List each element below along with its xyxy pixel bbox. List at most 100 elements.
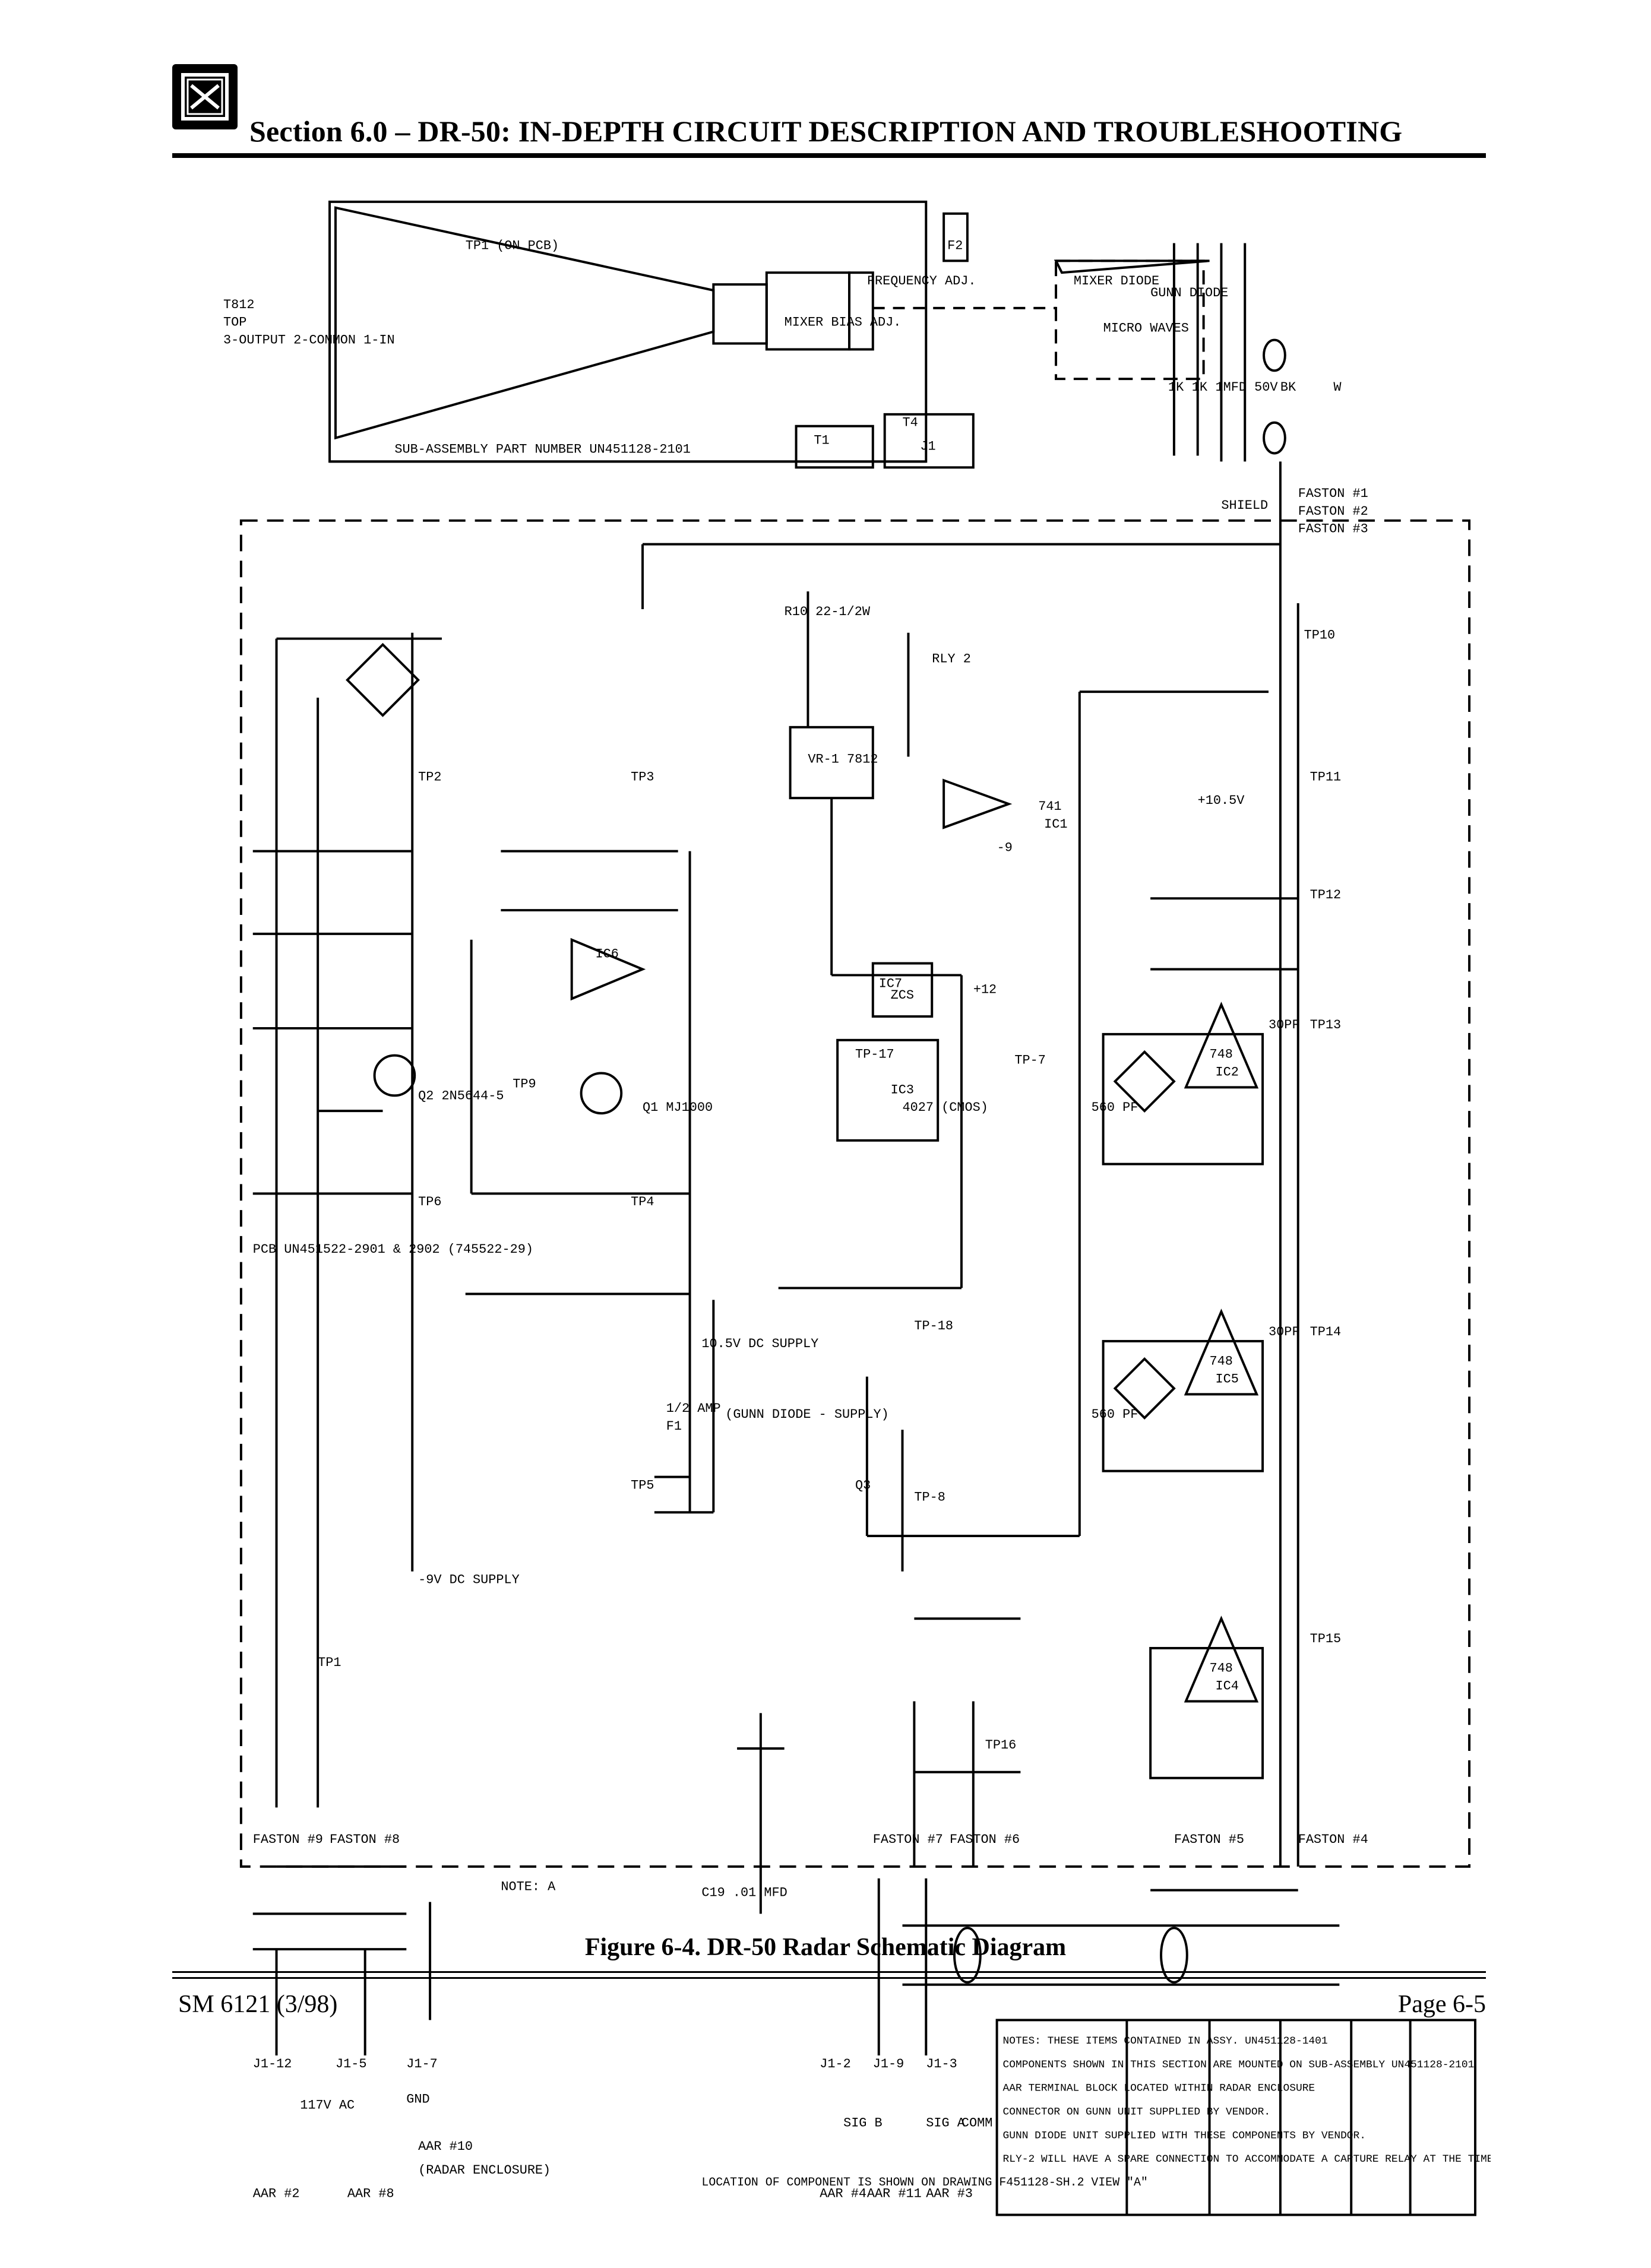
c19-label: C19 .01 MFD bbox=[701, 1886, 787, 1900]
note-2: AAR TERMINAL BLOCK LOCATED WITHIN RADAR … bbox=[1003, 2083, 1315, 2095]
faston-2-label: FASTON #2 bbox=[1298, 504, 1368, 519]
company-logo bbox=[172, 64, 238, 129]
note-4: GUNN DIODE UNIT SUPPLIED WITH THESE COMP… bbox=[1003, 2130, 1366, 2142]
sig-a-label: SIG A bbox=[926, 2115, 965, 2130]
vr1-label: VR-1 7812 bbox=[808, 752, 878, 766]
gunn-diode-unit bbox=[1054, 243, 1286, 462]
mixer-diode-label: MIXER DIODE bbox=[1074, 274, 1159, 289]
j1-12-label: J1-12 bbox=[253, 2057, 292, 2071]
f1-amp-label: 1/2 AMP bbox=[666, 1401, 721, 1416]
r10-label: R10 22-1/2W bbox=[785, 604, 871, 619]
antenna-assembly bbox=[328, 200, 1057, 469]
q3-label: Q3 bbox=[855, 1478, 871, 1493]
aar-8-label: AAR #8 bbox=[347, 2187, 394, 2202]
gnd-label: GND bbox=[406, 2092, 429, 2107]
ic-4027-label: 4027 (CMOS) bbox=[903, 1100, 988, 1115]
regulator-section bbox=[465, 850, 715, 1514]
q1-label: Q1 MJ1000 bbox=[643, 1100, 713, 1115]
timing-section bbox=[641, 543, 1280, 1572]
pcb-boundary bbox=[239, 519, 1471, 1868]
f1-label: F1 bbox=[666, 1419, 682, 1434]
tp6-label: TP6 bbox=[418, 1195, 441, 1209]
pcb-note-label: PCB UN451522-2901 & 2902 (745522-29) bbox=[253, 1242, 533, 1257]
relay-section bbox=[913, 1617, 1021, 1867]
tp1-on-pcb-label: TP1 (ON PCB) bbox=[466, 238, 559, 253]
j1-2-label: J1-2 bbox=[820, 2057, 850, 2071]
pf-30-a-label: 30PF bbox=[1269, 1018, 1299, 1032]
frequency-adj-label: FREQUENCY ADJ. bbox=[867, 274, 976, 289]
tp17-label: TP-17 bbox=[855, 1047, 894, 1062]
faston-7-label: FASTON #7 bbox=[873, 1832, 943, 1847]
aar-2-label: AAR #2 bbox=[253, 2187, 300, 2202]
tp18-label: TP-18 bbox=[914, 1319, 953, 1333]
ic3-label: IC3 bbox=[891, 1082, 914, 1097]
j1-7-label: J1-7 bbox=[406, 2057, 437, 2071]
rly2-label: RLY 2 bbox=[932, 651, 971, 666]
faston-9-label: FASTON #9 bbox=[253, 1832, 323, 1847]
tp8-label: TP-8 bbox=[914, 1490, 945, 1504]
ic2-label: IC2 bbox=[1216, 1065, 1239, 1079]
tp11-label: TP11 bbox=[1310, 769, 1341, 784]
tp16-label: TP16 bbox=[985, 1738, 1016, 1753]
f2-label: F2 bbox=[947, 238, 963, 253]
faston-5-label: FASTON #5 bbox=[1174, 1832, 1244, 1847]
amplifier-chain bbox=[1102, 461, 1299, 1892]
note-1: COMPONENTS SHOWN IN THIS SECTION ARE MOU… bbox=[1003, 2059, 1475, 2071]
footer-doc-number: SM 6121 (3/98) bbox=[178, 1991, 338, 2018]
resistor-1k-a-label: 1K bbox=[1168, 380, 1184, 395]
zcs-label: ZCS bbox=[891, 988, 914, 1003]
sig-b-label: SIG B bbox=[843, 2115, 883, 2130]
faston-6-label: FASTON #6 bbox=[950, 1832, 1020, 1847]
tp1-label: TP1 bbox=[318, 1655, 341, 1670]
tp13-label: TP13 bbox=[1310, 1018, 1341, 1032]
pf-30-b-label: 30PF bbox=[1269, 1325, 1299, 1339]
top-label: TOP bbox=[223, 315, 246, 330]
tp3-label: TP3 bbox=[631, 769, 654, 784]
pf-560-b-label: 560 PF bbox=[1092, 1407, 1138, 1422]
gunn-supply-label: (GUNN DIODE - SUPPLY) bbox=[725, 1407, 888, 1422]
section-title: Section 6.0 – DR-50: IN-DEPTH CIRCUIT DE… bbox=[249, 115, 1403, 148]
t4-label: T4 bbox=[903, 416, 918, 430]
location-note-label: LOCATION OF COMPONENT IS SHOWN ON DRAWIN… bbox=[701, 2175, 1147, 2189]
tp10-label: TP10 bbox=[1304, 628, 1335, 643]
op-748-c-label: 748 bbox=[1210, 1661, 1233, 1676]
mixer-bias-adj-label: MIXER BIAS ADJ. bbox=[785, 315, 902, 330]
q2-label: Q2 2N5644-5 bbox=[418, 1088, 504, 1103]
t1-label: T1 bbox=[814, 433, 829, 448]
tp15-label: TP15 bbox=[1310, 1632, 1341, 1646]
figure-caption: Figure 6-4. DR-50 Radar Schematic Diagra… bbox=[584, 1934, 1067, 1961]
radar-enclosure-label: (RADAR ENCLOSURE) bbox=[418, 2163, 551, 2178]
pf-560-label: 560 PF bbox=[1092, 1100, 1138, 1115]
ic5-label: IC5 bbox=[1216, 1372, 1239, 1387]
faston-3-label: FASTON #3 bbox=[1298, 522, 1368, 537]
transformer-section bbox=[252, 1713, 1340, 2056]
minus-9-label: -9 bbox=[997, 841, 1013, 856]
j1-5-label: J1-5 bbox=[336, 2057, 366, 2071]
t812-label: T812 bbox=[223, 297, 254, 312]
ic7-label: IC7 bbox=[879, 976, 902, 991]
footer-page-number: Page 6-5 bbox=[1397, 1991, 1486, 2018]
tp2-label: TP2 bbox=[418, 769, 441, 784]
117v-ac-label: 117V AC bbox=[300, 2098, 355, 2113]
plus-10-5v-label: +10.5V bbox=[1198, 793, 1245, 808]
supply-10-5v-label: 10.5V DC SUPPLY bbox=[701, 1336, 818, 1351]
j1-9-label: J1-9 bbox=[873, 2057, 904, 2071]
tp7-label: TP-7 bbox=[1014, 1053, 1045, 1068]
ic6-label: IC6 bbox=[595, 947, 618, 962]
radar-schematic-diagram: SUB-ASSEMBLY PART NUMBER UN451128-2101 F… bbox=[223, 200, 1491, 2216]
capacitor-1mfd-label: 1MFD 50V bbox=[1216, 380, 1278, 395]
j1-label: J1 bbox=[920, 439, 935, 454]
header-rule bbox=[172, 153, 1486, 158]
tp5-label: TP5 bbox=[631, 1478, 654, 1493]
j1-3-label: J1-3 bbox=[926, 2057, 957, 2071]
comm-label: COMM bbox=[961, 2115, 992, 2130]
resistor-1k-b-label: 1K bbox=[1192, 380, 1208, 395]
footer-rule-top bbox=[172, 1971, 1486, 1973]
power-supply-section bbox=[252, 632, 442, 1808]
op-748-b-label: 748 bbox=[1210, 1354, 1233, 1369]
micro-waves-label: MICRO WAVES bbox=[1103, 321, 1189, 336]
faston-8-label: FASTON #8 bbox=[330, 1832, 400, 1847]
w-wire-label: W bbox=[1333, 380, 1342, 395]
pin-labels: 3-OUTPUT 2-COMMON 1-IN bbox=[223, 333, 395, 348]
op-741-label: 741 bbox=[1038, 799, 1061, 814]
